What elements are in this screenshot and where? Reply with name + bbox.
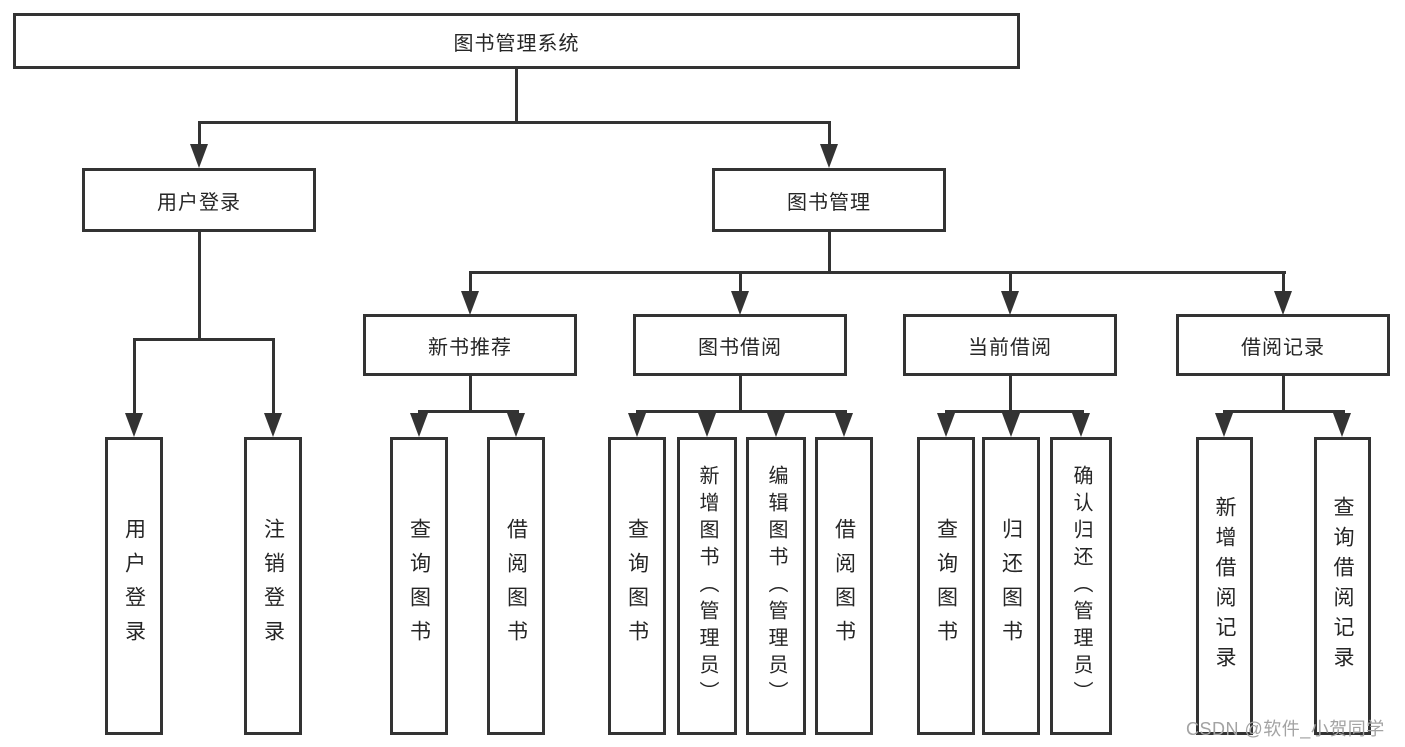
leaf-bw-borrow-books: 借阅图书 <box>815 437 873 735</box>
node-borrow-records: 借阅记录 <box>1176 314 1390 376</box>
arrowhead-cb-return <box>1002 413 1020 437</box>
node-user-login: 用户登录 <box>82 168 316 232</box>
arrowhead-book-mgmt <box>820 144 838 168</box>
connector-drop-user-login <box>198 121 201 147</box>
leaf-user-login-label: 用户登录 <box>122 518 146 654</box>
leaf-bw-add-books-admin-label: 新增图书（管理员） <box>696 464 718 708</box>
connector-user-login-hbar <box>133 338 275 341</box>
leaf-bw-query-books-label: 查询图书 <box>625 518 649 654</box>
node-new-books-label: 新书推荐 <box>428 336 512 359</box>
node-root-label: 图书管理系统 <box>453 32 580 55</box>
connector-drop-login-leaf <box>133 338 136 415</box>
arrowhead-new-books <box>461 291 479 315</box>
leaf-logout-label: 注销登录 <box>261 518 285 654</box>
leaf-cb-query-books-label: 查询图书 <box>934 518 958 654</box>
arrowhead-bw-query <box>628 413 646 437</box>
arrowhead-bw-borrow <box>835 413 853 437</box>
connector-root-hbar <box>198 121 831 124</box>
arrowhead-cb-query <box>937 413 955 437</box>
leaf-nb-borrow-books-label: 借阅图书 <box>504 518 528 654</box>
connector-current-borrow-hbar <box>945 410 1084 413</box>
connector-drop-borrow-records <box>1282 271 1285 294</box>
leaf-cb-return-books-label: 归还图书 <box>999 518 1023 654</box>
leaf-br-add-record: 新增借阅记录 <box>1196 437 1253 735</box>
connector-borrow-records-stub <box>1282 376 1285 412</box>
connector-new-books-stub <box>469 376 472 412</box>
leaf-bw-borrow-books-label: 借阅图书 <box>832 518 856 654</box>
leaf-bw-add-books-admin: 新增图书（管理员） <box>677 437 737 735</box>
leaf-nb-query-books: 查询图书 <box>390 437 448 735</box>
connector-borrowing-hbar <box>636 410 847 413</box>
connector-new-books-hbar <box>418 410 519 413</box>
arrowhead-cb-confirm <box>1072 413 1090 437</box>
leaf-br-add-record-label: 新增借阅记录 <box>1213 496 1236 676</box>
leaf-cb-confirm-return-admin: 确认归还（管理员） <box>1050 437 1112 735</box>
arrowhead-logout-leaf <box>264 413 282 437</box>
arrowhead-current-borrow <box>1001 291 1019 315</box>
connector-book-mgmt-hbar <box>469 271 1286 274</box>
arrowhead-nb-borrow <box>507 413 525 437</box>
node-borrow-records-label: 借阅记录 <box>1241 336 1325 359</box>
node-user-login-label: 用户登录 <box>157 191 241 214</box>
connector-root-stub <box>515 69 518 122</box>
node-new-books: 新书推荐 <box>363 314 577 376</box>
arrowhead-borrow-records <box>1274 291 1292 315</box>
node-current-borrow-label: 当前借阅 <box>968 336 1052 359</box>
connector-drop-current-borrow <box>1009 271 1012 294</box>
node-book-mgmt-label: 图书管理 <box>787 191 871 214</box>
connector-book-mgmt-stub <box>828 232 831 273</box>
connector-drop-new-books <box>469 271 472 294</box>
connector-current-borrow-stub <box>1009 376 1012 412</box>
connector-drop-borrowing <box>739 271 742 294</box>
node-borrowing: 图书借阅 <box>633 314 847 376</box>
node-root: 图书管理系统 <box>13 13 1020 69</box>
node-book-mgmt: 图书管理 <box>712 168 946 232</box>
leaf-bw-query-books: 查询图书 <box>608 437 666 735</box>
leaf-nb-borrow-books: 借阅图书 <box>487 437 545 735</box>
arrowhead-nb-query <box>410 413 428 437</box>
connector-drop-book-mgmt <box>828 121 831 147</box>
node-borrowing-label: 图书借阅 <box>698 336 782 359</box>
arrowhead-bw-edit <box>767 413 785 437</box>
connector-user-login-stub <box>198 232 201 339</box>
leaf-br-query-record-label: 查询借阅记录 <box>1331 496 1354 676</box>
leaf-br-query-record: 查询借阅记录 <box>1314 437 1371 735</box>
arrowhead-user-login <box>190 144 208 168</box>
connector-borrowing-stub <box>739 376 742 412</box>
leaf-cb-confirm-return-admin-label: 确认归还（管理员） <box>1070 464 1092 708</box>
leaf-nb-query-books-label: 查询图书 <box>407 518 431 654</box>
arrowhead-br-query <box>1333 413 1351 437</box>
arrowhead-login-leaf <box>125 413 143 437</box>
leaf-logout: 注销登录 <box>244 437 302 735</box>
node-current-borrow: 当前借阅 <box>903 314 1117 376</box>
connector-drop-logout-leaf <box>272 338 275 415</box>
leaf-user-login: 用户登录 <box>105 437 163 735</box>
leaf-cb-query-books: 查询图书 <box>917 437 975 735</box>
csdn-watermark: CSDN @软件_小贺同学 <box>1186 719 1385 739</box>
arrowhead-borrowing <box>731 291 749 315</box>
arrowhead-bw-add <box>698 413 716 437</box>
leaf-bw-edit-books-admin: 编辑图书（管理员） <box>746 437 806 735</box>
leaf-cb-return-books: 归还图书 <box>982 437 1040 735</box>
arrowhead-br-add <box>1215 413 1233 437</box>
connector-borrow-records-hbar <box>1223 410 1345 413</box>
leaf-bw-edit-books-admin-label: 编辑图书（管理员） <box>765 464 787 708</box>
